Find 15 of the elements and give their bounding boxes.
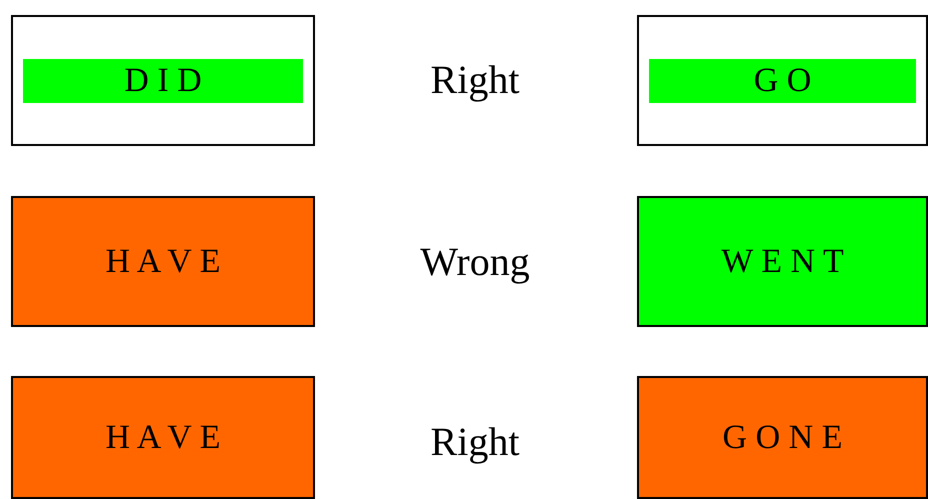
word-text: W E N T (721, 242, 844, 280)
verdict-label: Right (430, 418, 520, 465)
word-card (11, 376, 315, 499)
word-text: H A V E (106, 242, 220, 280)
word-card (637, 15, 928, 146)
verdict-label: Right (430, 56, 520, 103)
word-card (11, 196, 315, 327)
word-text: G O (754, 62, 812, 100)
word-card (637, 196, 928, 327)
verdict-label: Wrong (420, 238, 530, 285)
word-text: G O N E (722, 418, 842, 456)
word-card (637, 376, 928, 499)
word-text: D I D (124, 62, 202, 100)
word-card (11, 15, 315, 146)
word-text: H A V E (106, 418, 220, 456)
